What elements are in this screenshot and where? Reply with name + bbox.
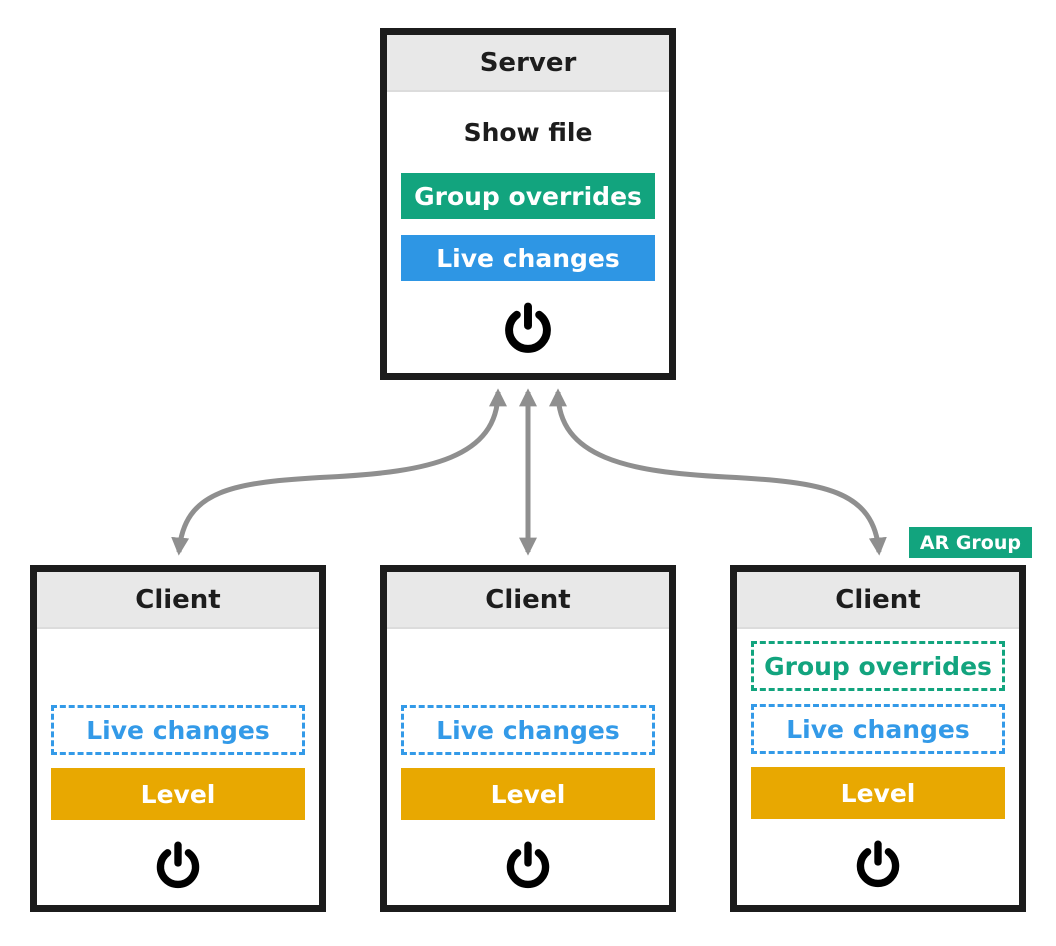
server-live-changes-pill: Live changes xyxy=(401,235,655,281)
client-3-live-changes-pill: Live changes xyxy=(751,704,1005,754)
arrow-server-client-3 xyxy=(549,388,887,556)
client-box-1: Client Live changes Level xyxy=(30,565,326,912)
client-2-header: Client xyxy=(387,572,669,629)
client-2-title: Client xyxy=(485,584,571,615)
client-1-live-changes-pill: Live changes xyxy=(51,705,305,755)
arrow-server-client-1 xyxy=(171,388,507,556)
client-3-power xyxy=(737,839,1019,891)
client-2-live-changes-pill: Live changes xyxy=(401,705,655,755)
client-3-title: Client xyxy=(835,584,921,615)
ar-group-badge: AR Group xyxy=(908,527,1032,558)
server-title: Server xyxy=(479,47,577,78)
power-icon xyxy=(856,840,900,888)
client-2-power xyxy=(387,840,669,892)
client-3-group-overrides-pill: Group overrides xyxy=(751,641,1005,691)
server-group-overrides-pill: Group overrides xyxy=(401,173,655,219)
power-icon xyxy=(506,841,550,889)
client-box-2: Client Live changes Level xyxy=(380,565,676,912)
client-2-level-pill: Level xyxy=(401,768,655,820)
power-icon xyxy=(156,841,200,889)
client-1-level-pill: Level xyxy=(51,768,305,820)
show-file-label: Show file xyxy=(463,118,593,147)
server-box: Server Show file Group overrides Live ch… xyxy=(380,28,676,380)
client-1-title: Client xyxy=(135,584,221,615)
connector-arrows xyxy=(171,388,887,556)
client-1-header: Client xyxy=(37,572,319,629)
client-box-3: Client Group overrides Live changes Leve… xyxy=(730,565,1026,912)
client-3-header: Client xyxy=(737,572,1019,629)
server-power-icon xyxy=(387,301,669,357)
client-1-power xyxy=(37,840,319,892)
power-icon xyxy=(505,302,551,353)
client-3-level-pill: Level xyxy=(751,767,1005,819)
server-header: Server xyxy=(387,35,669,92)
